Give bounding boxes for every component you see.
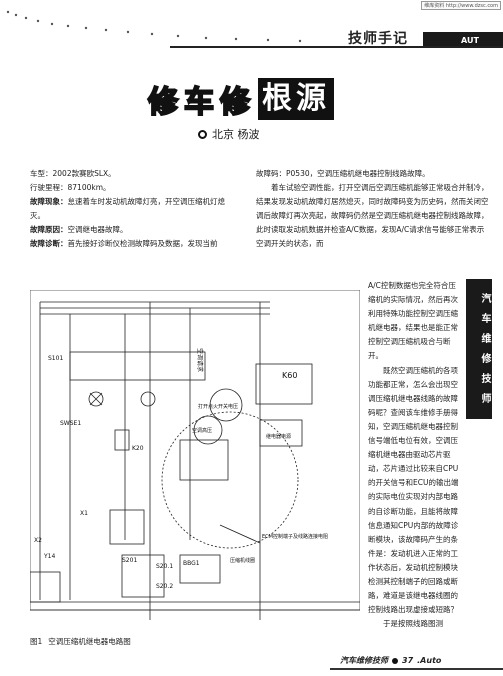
diagram-label: K60	[282, 371, 297, 380]
figure-text: 空调压缩机继电器电路图	[48, 637, 131, 646]
header-rule	[170, 46, 503, 48]
section-header: 技师手记 AUT	[340, 27, 503, 49]
section-title: 技师手记	[348, 31, 408, 47]
diagram-note: 空调高压	[192, 427, 212, 434]
footer-dot-icon	[392, 657, 398, 664]
narrow-paragraph: A/C控制数据也完全符合压缩机的实际情况，然后再次利用特殊功能控制空调压缩机继电…	[368, 281, 458, 361]
diagram-label: X2	[34, 537, 42, 544]
magazine-name: 汽车维修技师	[340, 656, 388, 665]
right-paragraph: 着车试验空调性能，打开空调后空调压缩机能够正常吸合并制冷，结果发现发动机故障灯居…	[256, 183, 489, 248]
footer-rule	[330, 668, 503, 670]
side-banner: 汽车维修技师	[466, 279, 492, 419]
figure-number: 图1	[30, 637, 43, 646]
left-paragraph: 行驶里程：87100km。	[30, 183, 111, 192]
diagram-label: X1	[80, 510, 88, 517]
left-paragraph: 故障现象：怠速着车时发动机故障灯亮，开空调压缩机灯熄灭。	[30, 197, 225, 220]
narrow-paragraph: 于是按照线路图测	[368, 619, 443, 629]
right-paragraph: 故障码：P0530，空调压缩机继电器控制线路故障。	[256, 169, 430, 178]
bullet-icon	[198, 129, 207, 139]
page-number: 37	[402, 656, 414, 665]
right-column: 故障码：P0530，空调压缩机继电器控制线路故障。 着车试验空调性能，打开空调后…	[256, 167, 491, 251]
diagram-label: BBG1	[183, 560, 200, 567]
title-part1: 修车修	[147, 84, 256, 121]
title-part2: 根源	[258, 78, 334, 120]
diagram-label: S101	[48, 355, 63, 362]
section-tag: AUT	[423, 32, 503, 48]
footer-suffix: .Auto	[417, 656, 442, 665]
watermark: 维库资料 http://www.dzsc.com	[421, 1, 501, 10]
diagram-note: ECM控制端子及线路连接电阻	[262, 533, 328, 540]
diagram-note: 空调请求	[196, 348, 204, 372]
diagram-label: SWSE1	[60, 420, 81, 427]
diagram-note: 打开点火开关电压	[198, 403, 238, 410]
diagram-label: S20.1	[156, 563, 173, 570]
right-narrow-column: A/C控制数据也完全符合压缩机的实际情况，然后再次利用特殊功能控制空调压缩机继电…	[368, 279, 460, 631]
diagram-label: K20	[132, 445, 144, 452]
left-column: 车型：2002款赛欧SLX。 行驶里程：87100km。 故障现象：怠速着车时发…	[30, 167, 230, 251]
diagram-label: S20.2	[156, 583, 173, 590]
diagram-note: 压缩机线圈	[230, 557, 255, 564]
left-paragraph: 故障诊断：首先接好诊断仪检测故障码及数据，发现当前	[30, 239, 218, 248]
left-paragraph: 故障原因：空调继电器故障。	[30, 225, 128, 234]
author-line: 北京 杨波	[198, 126, 260, 142]
figure-caption: 图1 空调压缩机继电器电路图	[30, 636, 131, 647]
circuit-diagram: S101 K60 K20 S201 SWSE1 S20.1 S20.2 BBG1…	[30, 290, 360, 620]
diagram-label: S201	[122, 557, 137, 564]
diagram-note: 继电器电源	[266, 433, 291, 440]
article-title: 修车修 根源	[147, 78, 334, 121]
left-paragraph: 车型：2002款赛欧SLX。	[30, 169, 116, 178]
page-footer: 汽车维修技师 37 .Auto	[340, 655, 441, 666]
diagram-label: Y14	[43, 553, 55, 560]
narrow-paragraph: 既然空调压缩机的各项功能都正常，怎么会出现空调压缩机继电器线路的故障码呢？查阅该…	[368, 365, 459, 615]
decorative-dots	[6, 10, 302, 43]
author-name: 北京 杨波	[212, 128, 260, 141]
